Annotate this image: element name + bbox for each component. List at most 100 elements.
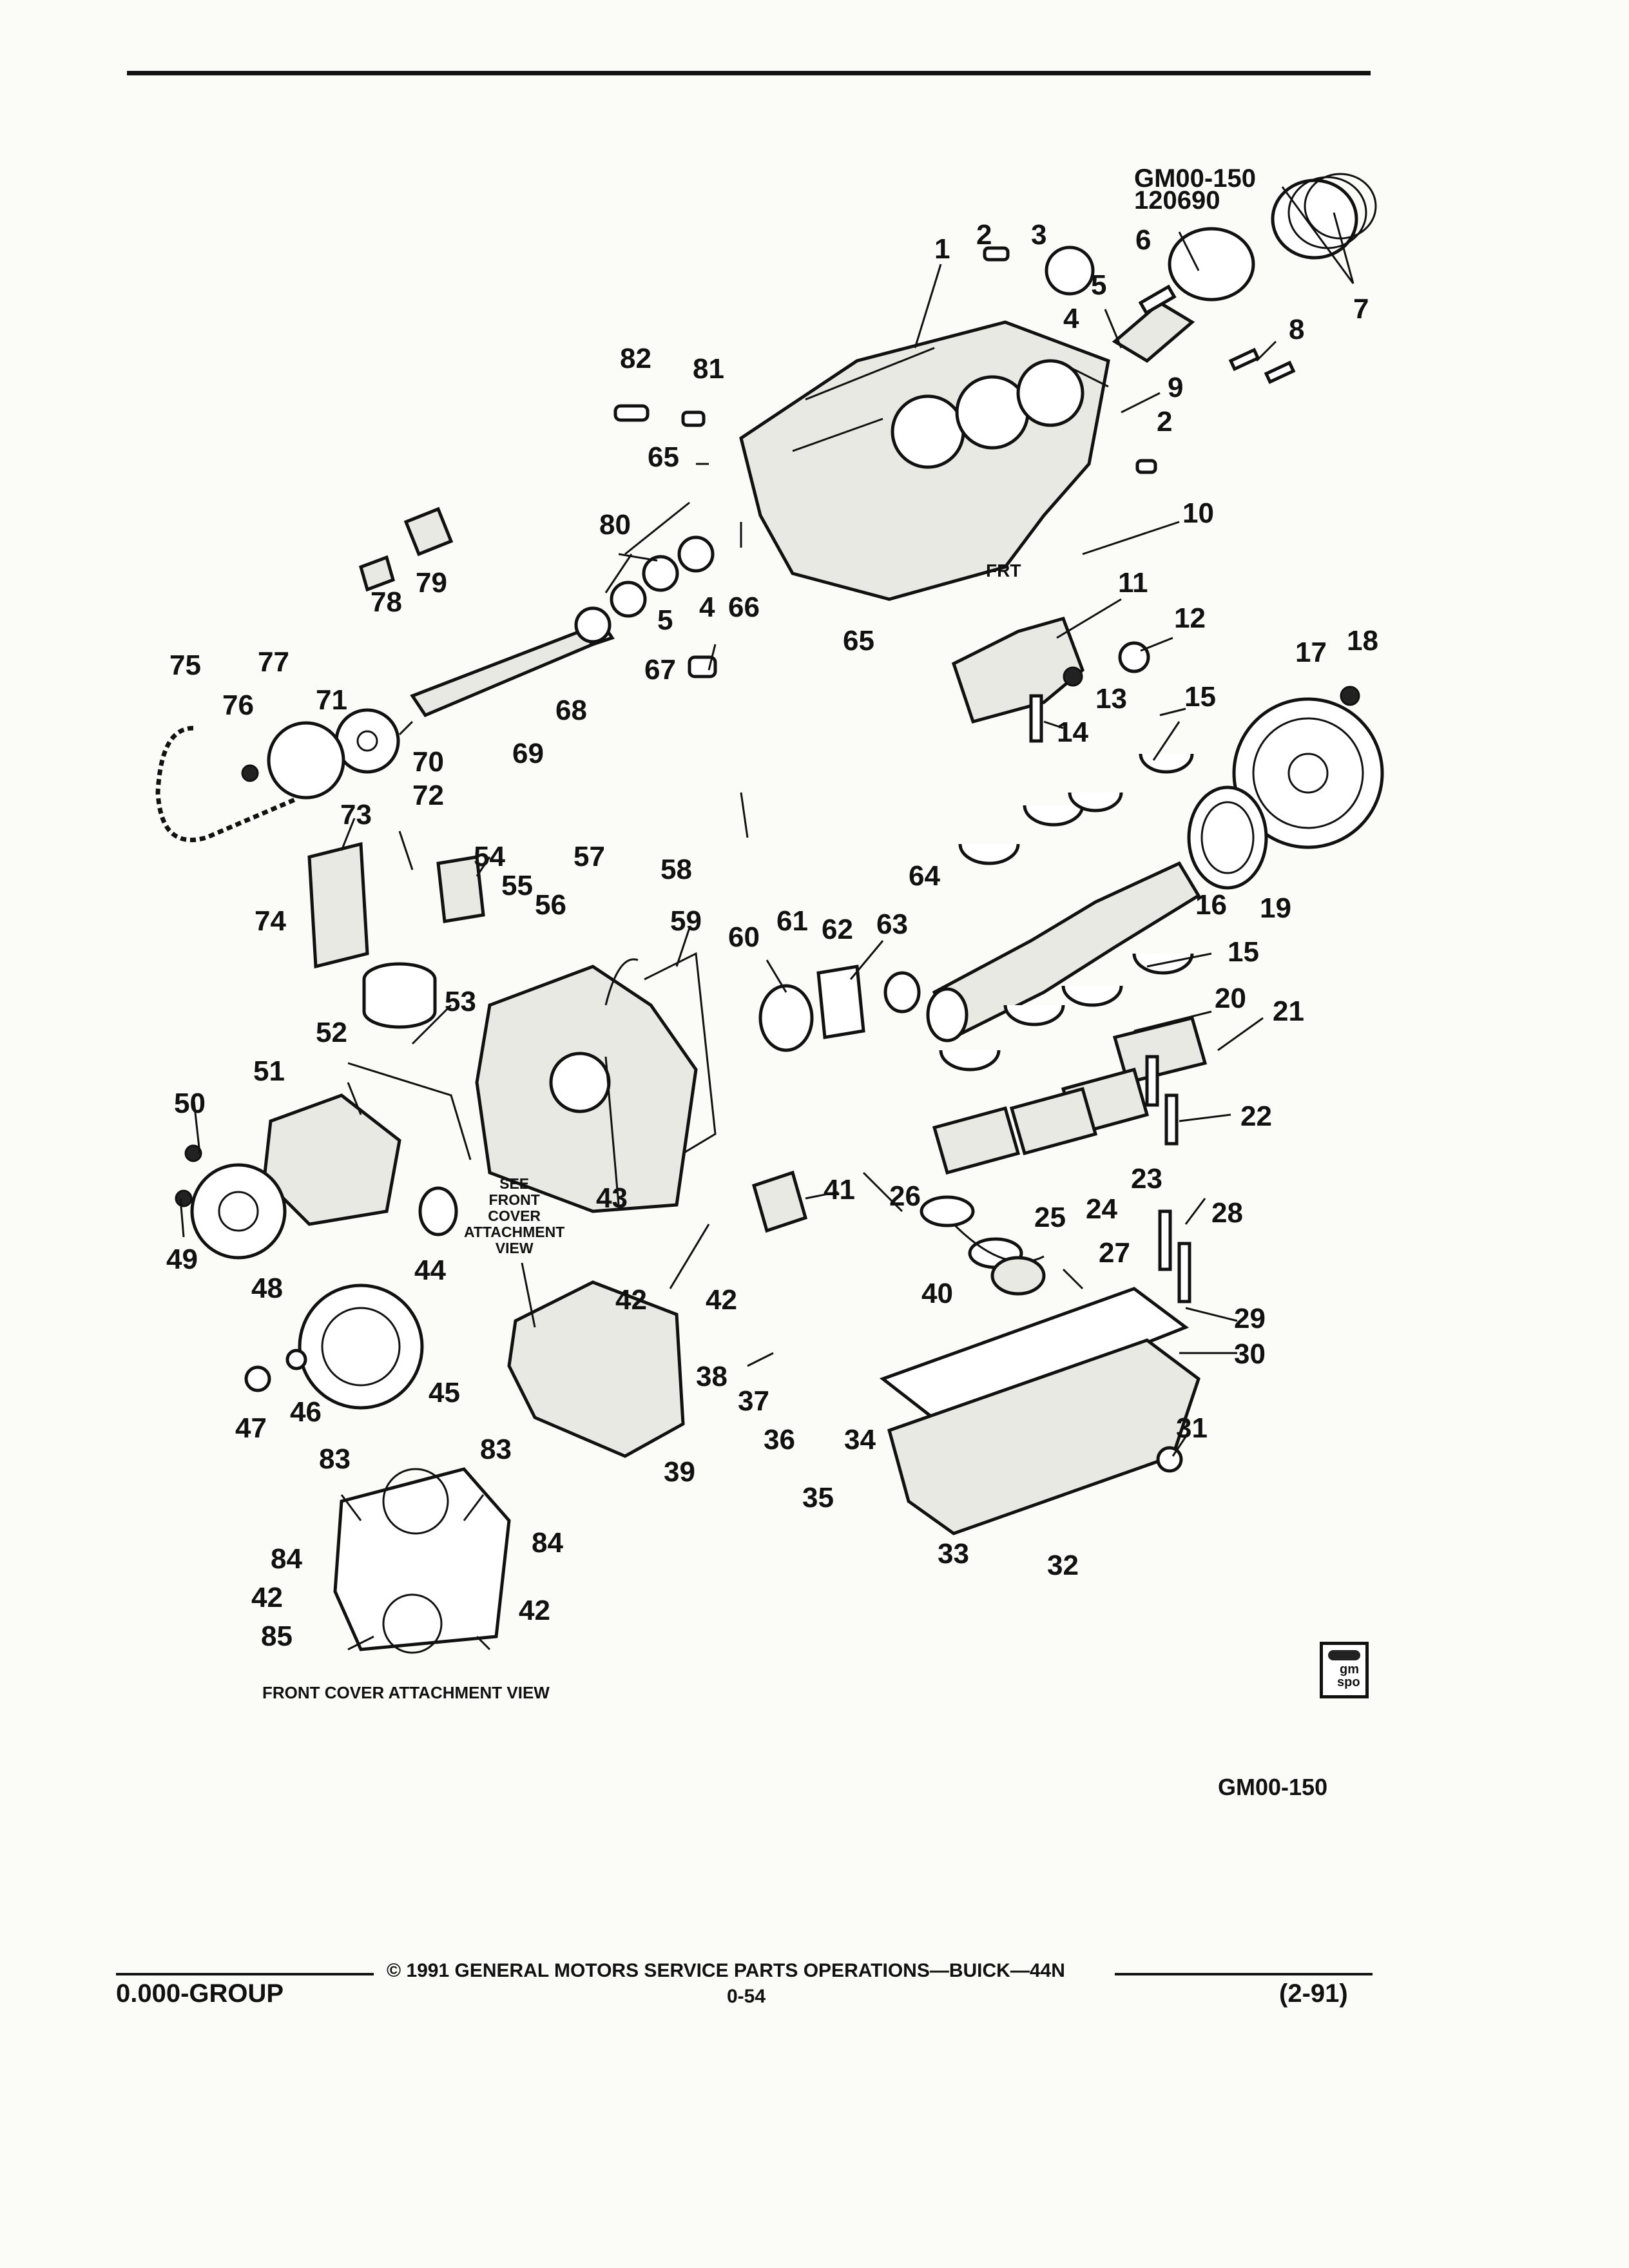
callout-85: 85 — [261, 1620, 293, 1652]
callout-27: 27 — [1099, 1237, 1130, 1269]
callout-40: 40 — [921, 1278, 953, 1309]
callout-57: 57 — [574, 841, 605, 872]
callout-44: 44 — [414, 1254, 446, 1286]
callout-64: 64 — [909, 860, 940, 892]
callout-66: 66 — [728, 591, 760, 623]
callout-42b: 42 — [706, 1284, 737, 1316]
callout-23: 23 — [1131, 1163, 1162, 1195]
callout-84: 84 — [271, 1543, 302, 1575]
callout-60: 60 — [728, 921, 760, 953]
gm-spo-logo: gm spo — [1320, 1642, 1369, 1698]
callout-54: 54 — [474, 841, 505, 872]
footer-rule-left — [116, 1973, 374, 1975]
callout-56: 56 — [535, 889, 566, 921]
logo-text-spo: spo — [1337, 1675, 1360, 1689]
callout-4b: 4 — [699, 591, 715, 623]
callout-16: 16 — [1195, 889, 1227, 921]
callout-62: 62 — [822, 914, 853, 945]
logo-text-gm: gm — [1340, 1662, 1359, 1677]
callout-68: 68 — [555, 695, 587, 726]
callout-38: 38 — [696, 1361, 728, 1392]
callout-20: 20 — [1215, 983, 1246, 1014]
callout-37: 37 — [738, 1385, 769, 1417]
callout-58: 58 — [660, 854, 692, 885]
callout-26: 26 — [889, 1180, 921, 1212]
timing-cover — [507, 1170, 808, 1458]
callout-69: 69 — [512, 738, 544, 769]
callout-18: 18 — [1347, 625, 1378, 657]
callout-25: 25 — [1034, 1202, 1066, 1233]
callout-77: 77 — [258, 646, 289, 678]
callout-35: 35 — [802, 1482, 834, 1514]
callout-80: 80 — [599, 509, 631, 541]
callout-52: 52 — [316, 1017, 347, 1048]
callout-53: 53 — [445, 986, 476, 1017]
callout-42d: 42 — [519, 1595, 550, 1626]
engine-block — [739, 320, 1110, 601]
leaders — [179, 186, 1354, 1651]
front-cover-view — [333, 1467, 511, 1654]
main-bearing-caps — [932, 1015, 1208, 1175]
water-pump — [175, 1062, 472, 1410]
callout-3: 3 — [1031, 219, 1047, 251]
callout-63: 63 — [876, 908, 908, 940]
sensors — [358, 404, 717, 678]
callout-15b: 15 — [1228, 936, 1259, 968]
callout-11: 11 — [1118, 567, 1148, 599]
callout-48: 48 — [251, 1273, 283, 1304]
callout-1: 1 — [934, 233, 950, 265]
bottom-code: GM00-150 — [1218, 1774, 1328, 1800]
callout-70: 70 — [412, 746, 444, 778]
callout-72: 72 — [412, 780, 444, 811]
flywheel — [1187, 686, 1384, 890]
callout-76: 76 — [222, 689, 254, 721]
callout-46: 46 — [290, 1396, 322, 1428]
callout-14: 14 — [1057, 716, 1088, 748]
top-rule — [127, 71, 1371, 75]
callout-12: 12 — [1174, 602, 1206, 634]
callout-5b: 5 — [657, 604, 673, 636]
callout-2: 2 — [976, 219, 992, 251]
callout-71: 71 — [316, 684, 347, 716]
callout-74: 74 — [255, 905, 286, 937]
timing-chain — [155, 726, 298, 843]
oil-pan — [879, 1209, 1200, 1535]
callout-34: 34 — [844, 1424, 876, 1456]
header-code: GM00-150 — [1134, 164, 1256, 193]
callout-22: 22 — [1240, 1100, 1272, 1132]
header-date: 120690 — [1134, 186, 1220, 215]
callout-4: 4 — [1063, 303, 1079, 334]
footer-copyright: © 1991 GENERAL MOTORS SERVICE PARTS OPER… — [387, 1960, 1065, 1981]
oil-pickup — [920, 1195, 1046, 1296]
frt-arrow-label: FRT — [986, 561, 1021, 581]
callout-28: 28 — [1211, 1197, 1243, 1229]
callout-31: 31 — [1176, 1412, 1208, 1444]
callout-61: 61 — [776, 905, 808, 937]
starter — [951, 616, 1150, 743]
callout-24: 24 — [1086, 1193, 1117, 1225]
callout-21: 21 — [1273, 995, 1304, 1027]
callout-36: 36 — [764, 1424, 795, 1456]
callout-59: 59 — [670, 905, 702, 937]
callout-19: 19 — [1260, 892, 1291, 924]
callout-6: 6 — [1135, 224, 1152, 256]
callout-83b: 83 — [480, 1434, 512, 1465]
callout-73: 73 — [340, 799, 372, 831]
callout-55: 55 — [501, 870, 533, 901]
callout-17: 17 — [1295, 637, 1327, 668]
callout-39: 39 — [664, 1456, 695, 1488]
footer-group: 0.000-GROUP — [116, 1979, 284, 2008]
crankshaft — [883, 861, 1201, 1043]
footer-rule-right — [1115, 1973, 1373, 1975]
footer-revision: (2-91) — [1279, 1979, 1348, 2008]
callout-78: 78 — [371, 586, 402, 618]
callout-32: 32 — [1047, 1550, 1079, 1581]
callout-83: 83 — [319, 1443, 351, 1475]
callout-42: 42 — [615, 1284, 647, 1316]
callout-8: 8 — [1289, 314, 1305, 345]
pistons-rings — [983, 173, 1377, 302]
callout-33: 33 — [938, 1538, 969, 1570]
callout-41: 41 — [824, 1174, 855, 1206]
callout-75: 75 — [169, 649, 201, 681]
